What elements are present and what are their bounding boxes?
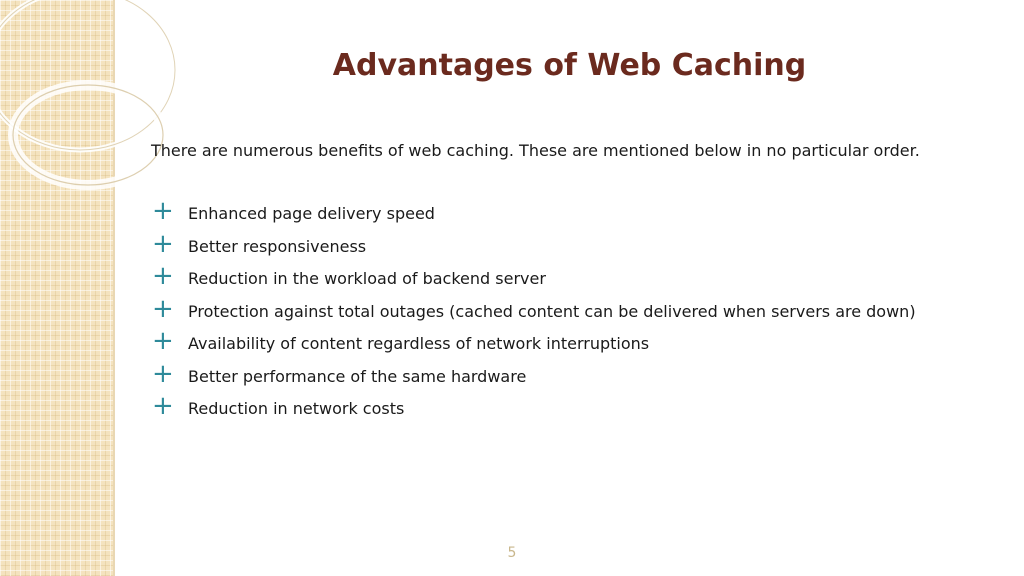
plus-icon: + bbox=[152, 326, 174, 356]
decorative-rings bbox=[0, 0, 178, 190]
list-item: + Availability of content regardless of … bbox=[152, 326, 916, 363]
list-item: + Enhanced page delivery speed bbox=[152, 196, 916, 233]
plus-icon: + bbox=[152, 358, 174, 389]
plus-icon: + bbox=[152, 391, 174, 421]
list-item-text: Better performance of the same hardware bbox=[188, 366, 527, 386]
plus-icon: + bbox=[152, 261, 174, 291]
benefits-list: + Enhanced page delivery speed + Better … bbox=[152, 196, 916, 428]
side-panel-edge bbox=[113, 0, 115, 576]
list-item-text: Protection against total outages (cached… bbox=[188, 301, 916, 321]
list-item-text: Reduction in network costs bbox=[188, 399, 405, 418]
slide-title: Advantages of Web Caching bbox=[332, 48, 807, 83]
list-item: + Reduction in the workload of backend s… bbox=[152, 261, 916, 298]
plus-icon: + bbox=[152, 196, 174, 226]
decorative-side-panel bbox=[0, 0, 113, 576]
list-item: + Better responsiveness bbox=[152, 228, 916, 266]
list-item-text: Better responsiveness bbox=[188, 236, 367, 256]
list-item: + Reduction in network costs bbox=[152, 391, 916, 428]
plus-icon: + bbox=[152, 293, 174, 324]
list-item-text: Reduction in the workload of backend ser… bbox=[188, 269, 546, 288]
plus-icon: + bbox=[152, 228, 174, 259]
list-item-text: Availability of content regardless of ne… bbox=[188, 334, 650, 353]
list-item: + Protection against total outages (cach… bbox=[152, 293, 916, 331]
page-number: 5 bbox=[507, 545, 517, 561]
list-item-text: Enhanced page delivery speed bbox=[188, 204, 435, 223]
intro-text: There are numerous benefits of web cachi… bbox=[151, 141, 920, 160]
list-item: + Better performance of the same hardwar… bbox=[152, 358, 916, 396]
